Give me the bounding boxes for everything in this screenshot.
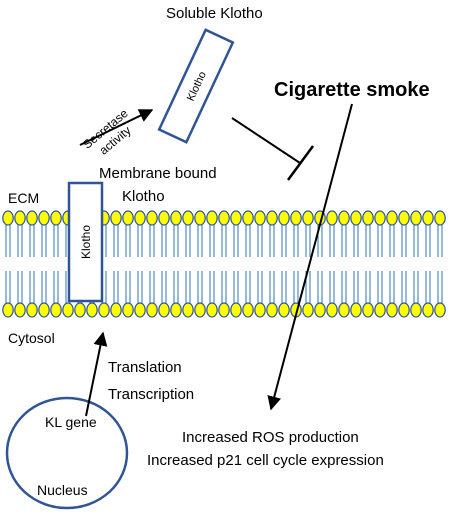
lipid-head bbox=[410, 210, 422, 226]
lipid-head bbox=[374, 302, 386, 318]
lipid-head bbox=[134, 302, 146, 318]
lipid-head bbox=[206, 210, 218, 226]
lipid-head bbox=[194, 302, 206, 318]
lipid-head bbox=[290, 210, 302, 226]
lipid-head bbox=[206, 302, 218, 318]
lipid-head bbox=[398, 302, 410, 318]
membrane-klotho-box bbox=[67, 181, 104, 303]
lipid-head bbox=[302, 210, 314, 226]
lipid-head bbox=[182, 210, 194, 226]
lipid-head bbox=[170, 210, 182, 226]
soluble-klotho-box bbox=[157, 28, 235, 144]
lipid-heads-top bbox=[2, 210, 446, 226]
lipid-head bbox=[98, 302, 110, 318]
lipid-head bbox=[302, 302, 314, 318]
lipid-head bbox=[230, 302, 242, 318]
translation-label: Translation bbox=[108, 359, 182, 376]
lipid-head bbox=[218, 210, 230, 226]
lipid-head bbox=[110, 210, 122, 226]
lipid-head bbox=[278, 210, 290, 226]
lipid-head bbox=[158, 210, 170, 226]
lipid-head bbox=[242, 210, 254, 226]
inhibition-line bbox=[231, 117, 301, 164]
lipid-head bbox=[362, 210, 374, 226]
lipid-head bbox=[326, 210, 338, 226]
lipid-head bbox=[158, 302, 170, 318]
lipid-head bbox=[314, 302, 326, 318]
inhibition-bar bbox=[286, 145, 315, 181]
lipid-head bbox=[182, 302, 194, 318]
nucleus-shape bbox=[5, 396, 129, 510]
membrane-klotho-box-label: Klotho bbox=[79, 225, 93, 259]
lipid-heads-bottom bbox=[2, 302, 446, 318]
lipid-head bbox=[410, 302, 422, 318]
lipid-head bbox=[266, 210, 278, 226]
lipid-head bbox=[422, 210, 434, 226]
lipid-head bbox=[254, 302, 266, 318]
lipid-head bbox=[50, 210, 62, 226]
soluble-klotho-label: Soluble Klotho bbox=[166, 5, 263, 22]
lipid-bilayer-membrane bbox=[2, 210, 446, 318]
lipid-head bbox=[362, 302, 374, 318]
cigarette-smoke-arrow bbox=[267, 103, 353, 411]
effect-p21-label: Increased p21 cell cycle expression bbox=[147, 452, 384, 469]
lipid-head bbox=[50, 302, 62, 318]
membrane-klotho-protein: Klotho bbox=[67, 181, 104, 303]
lipid-head bbox=[134, 210, 146, 226]
lipid-head bbox=[122, 210, 134, 226]
lipid-head bbox=[254, 210, 266, 226]
lipid-head bbox=[386, 302, 398, 318]
lipid-head bbox=[122, 302, 134, 318]
lipid-head bbox=[14, 302, 26, 318]
lipid-head bbox=[350, 210, 362, 226]
lipid-head bbox=[38, 210, 50, 226]
lipid-head bbox=[398, 210, 410, 226]
lipid-head bbox=[2, 210, 14, 226]
lipid-head bbox=[38, 302, 50, 318]
lipid-head bbox=[170, 302, 182, 318]
lipid-head bbox=[2, 302, 14, 318]
lipid-head bbox=[338, 302, 350, 318]
lipid-head bbox=[242, 302, 254, 318]
lipid-head bbox=[338, 210, 350, 226]
gene-to-membrane-arrow bbox=[85, 331, 108, 417]
lipid-head bbox=[326, 302, 338, 318]
lipid-head bbox=[434, 210, 446, 226]
secretase-arrow bbox=[79, 109, 154, 146]
ecm-label: ECM bbox=[8, 190, 39, 206]
lipid-head bbox=[422, 302, 434, 318]
effect-ros-label: Increased ROS production bbox=[182, 429, 359, 446]
cigarette-smoke-label: Cigarette smoke bbox=[274, 79, 430, 101]
cytosol-label: Cytosol bbox=[8, 330, 55, 346]
lipid-head bbox=[374, 210, 386, 226]
transcription-label: Transcription bbox=[108, 386, 194, 403]
lipid-head bbox=[218, 302, 230, 318]
lipid-head bbox=[278, 302, 290, 318]
membrane-bound-label-line2: Klotho bbox=[122, 188, 165, 205]
lipid-head bbox=[434, 302, 446, 318]
lipid-head bbox=[146, 210, 158, 226]
lipid-head bbox=[350, 302, 362, 318]
secretase-activity-label: Secretase activity bbox=[80, 106, 133, 158]
lipid-head bbox=[230, 210, 242, 226]
lipid-head bbox=[26, 210, 38, 226]
nucleus-label: Nucleus bbox=[37, 482, 88, 498]
lipid-head bbox=[86, 302, 98, 318]
lipid-head bbox=[386, 210, 398, 226]
kl-gene-label: KL gene bbox=[45, 414, 97, 430]
membrane-bound-label-line1: Membrane bound bbox=[99, 165, 217, 182]
soluble-klotho-protein: Klotho bbox=[157, 28, 235, 144]
lipid-head bbox=[266, 302, 278, 318]
lipid-head bbox=[26, 302, 38, 318]
lipid-head bbox=[74, 302, 86, 318]
lipid-head bbox=[146, 302, 158, 318]
lipid-tails-bottom bbox=[5, 271, 443, 304]
lipid-head bbox=[194, 210, 206, 226]
lipid-head bbox=[110, 302, 122, 318]
lipid-head bbox=[14, 210, 26, 226]
lipid-head bbox=[62, 302, 74, 318]
